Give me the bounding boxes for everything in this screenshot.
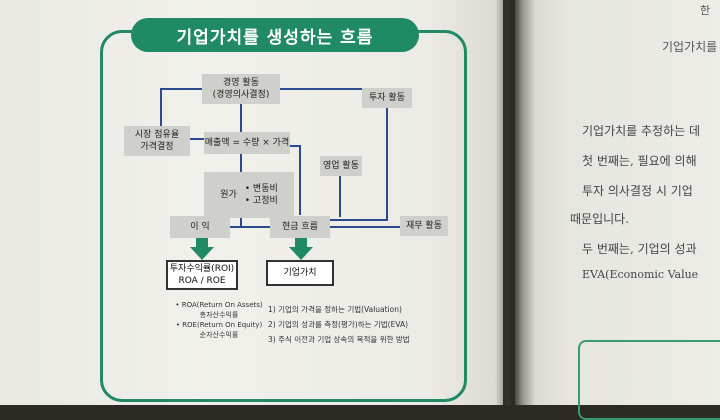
down-arrow-icon — [190, 238, 214, 260]
profit-box: 이 익 — [170, 216, 230, 238]
cost-box: 원가 • 변동비 • 고정비 — [204, 172, 294, 218]
sales-box: 매출액 = 수량 × 가격 — [204, 132, 290, 154]
diagram-title: 기업가치를 생성하는 흐름 — [131, 18, 419, 52]
right-line-3: 투자 의사결정 시 기업 — [582, 184, 693, 198]
roi-label: 투자수익률(ROI) — [169, 264, 235, 274]
operating-label: 영업 활동 — [323, 161, 359, 171]
right-line-2: 첫 번째는, 필요에 의해 — [582, 154, 697, 168]
connector-line — [330, 226, 400, 228]
investment-label: 투자 활동 — [369, 93, 405, 103]
right-line-6: EVA(Economic Value — [582, 268, 699, 281]
connector-line — [240, 104, 242, 132]
right-header-small: 한 — [700, 4, 711, 17]
connector-line — [282, 145, 300, 147]
investment-box: 투자 활동 — [362, 88, 412, 108]
note-3: 3) 주식 이전과 기업 상속의 목적을 위한 방법 — [268, 335, 410, 344]
cost-label: 원가 — [220, 190, 237, 200]
profit-label: 이 익 — [190, 222, 210, 232]
financing-label: 재무 활동 — [406, 221, 442, 231]
variable-cost: • 변동비 — [244, 184, 278, 194]
connector-line — [230, 226, 270, 228]
note-2: 2) 기업의 성과를 측정(평가)하는 기법(EVA) — [268, 320, 409, 329]
connector-line — [240, 152, 242, 172]
cash-flow-label: 현금 흐름 — [282, 222, 318, 232]
fixed-cost: • 고정비 — [244, 196, 278, 206]
note-roa: • ROA(Return On Assets) — [175, 301, 263, 309]
note-roa-kr: 총자산수익률 — [199, 311, 239, 319]
sales-label: 매출액 = 수량 × 가격 — [204, 138, 290, 148]
right-page — [515, 0, 720, 405]
right-header: 기업가치를 — [662, 40, 718, 54]
note-1: 1) 기업의 가격을 정하는 기법(Valuation) — [268, 305, 402, 314]
cash-flow-box: 현금 흐름 — [270, 216, 330, 238]
market-share-label: 시장 점유율 — [134, 130, 180, 140]
connector-line — [160, 88, 162, 126]
operating-box: 영업 활동 — [320, 156, 362, 176]
connector-line — [324, 219, 388, 221]
right-line-4: 때문입니다. — [570, 212, 630, 226]
connector-line — [160, 88, 202, 90]
notes-left: • ROA(Return On Assets) 총자산수익률 • ROE(Ret… — [174, 300, 264, 340]
roa-roe-label: ROA / ROE — [178, 276, 226, 286]
value-box: 기업가치 — [266, 260, 334, 286]
cost-items: • 변동비 • 고정비 — [245, 183, 278, 207]
management-label: 경영 활동 — [223, 78, 259, 88]
notes-right: 1) 기업의 가격을 정하는 기법(Valuation) 2) 기업의 성과를 … — [268, 302, 458, 347]
market-share-box: 시장 점유율 가격결정 — [124, 126, 190, 156]
connector-line — [190, 138, 204, 140]
note-roe: • ROE(Return On Equity) — [175, 321, 263, 329]
down-arrow-icon — [289, 238, 313, 260]
pricing-label: 가격결정 — [140, 142, 174, 152]
note-roe-kr: 순자산수익률 — [199, 331, 239, 339]
connector-line — [386, 108, 388, 220]
book-gutter — [495, 0, 535, 405]
management-sub: (경영의사결정) — [212, 90, 270, 100]
value-label: 기업가치 — [283, 268, 317, 278]
financing-box: 재무 활동 — [400, 216, 448, 236]
connector-line — [240, 218, 242, 226]
right-page-box — [578, 340, 720, 420]
right-line-1: 기업가치를 추정하는 데 — [582, 124, 701, 138]
right-line-5: 두 번째는, 기업의 성과 — [582, 242, 697, 256]
roi-box: 투자수익률(ROI) ROA / ROE — [166, 260, 238, 290]
connector-line — [280, 88, 362, 90]
management-box: 경영 활동 (경영의사결정) — [202, 74, 280, 104]
connector-line — [339, 175, 341, 217]
connector-line — [299, 145, 301, 215]
